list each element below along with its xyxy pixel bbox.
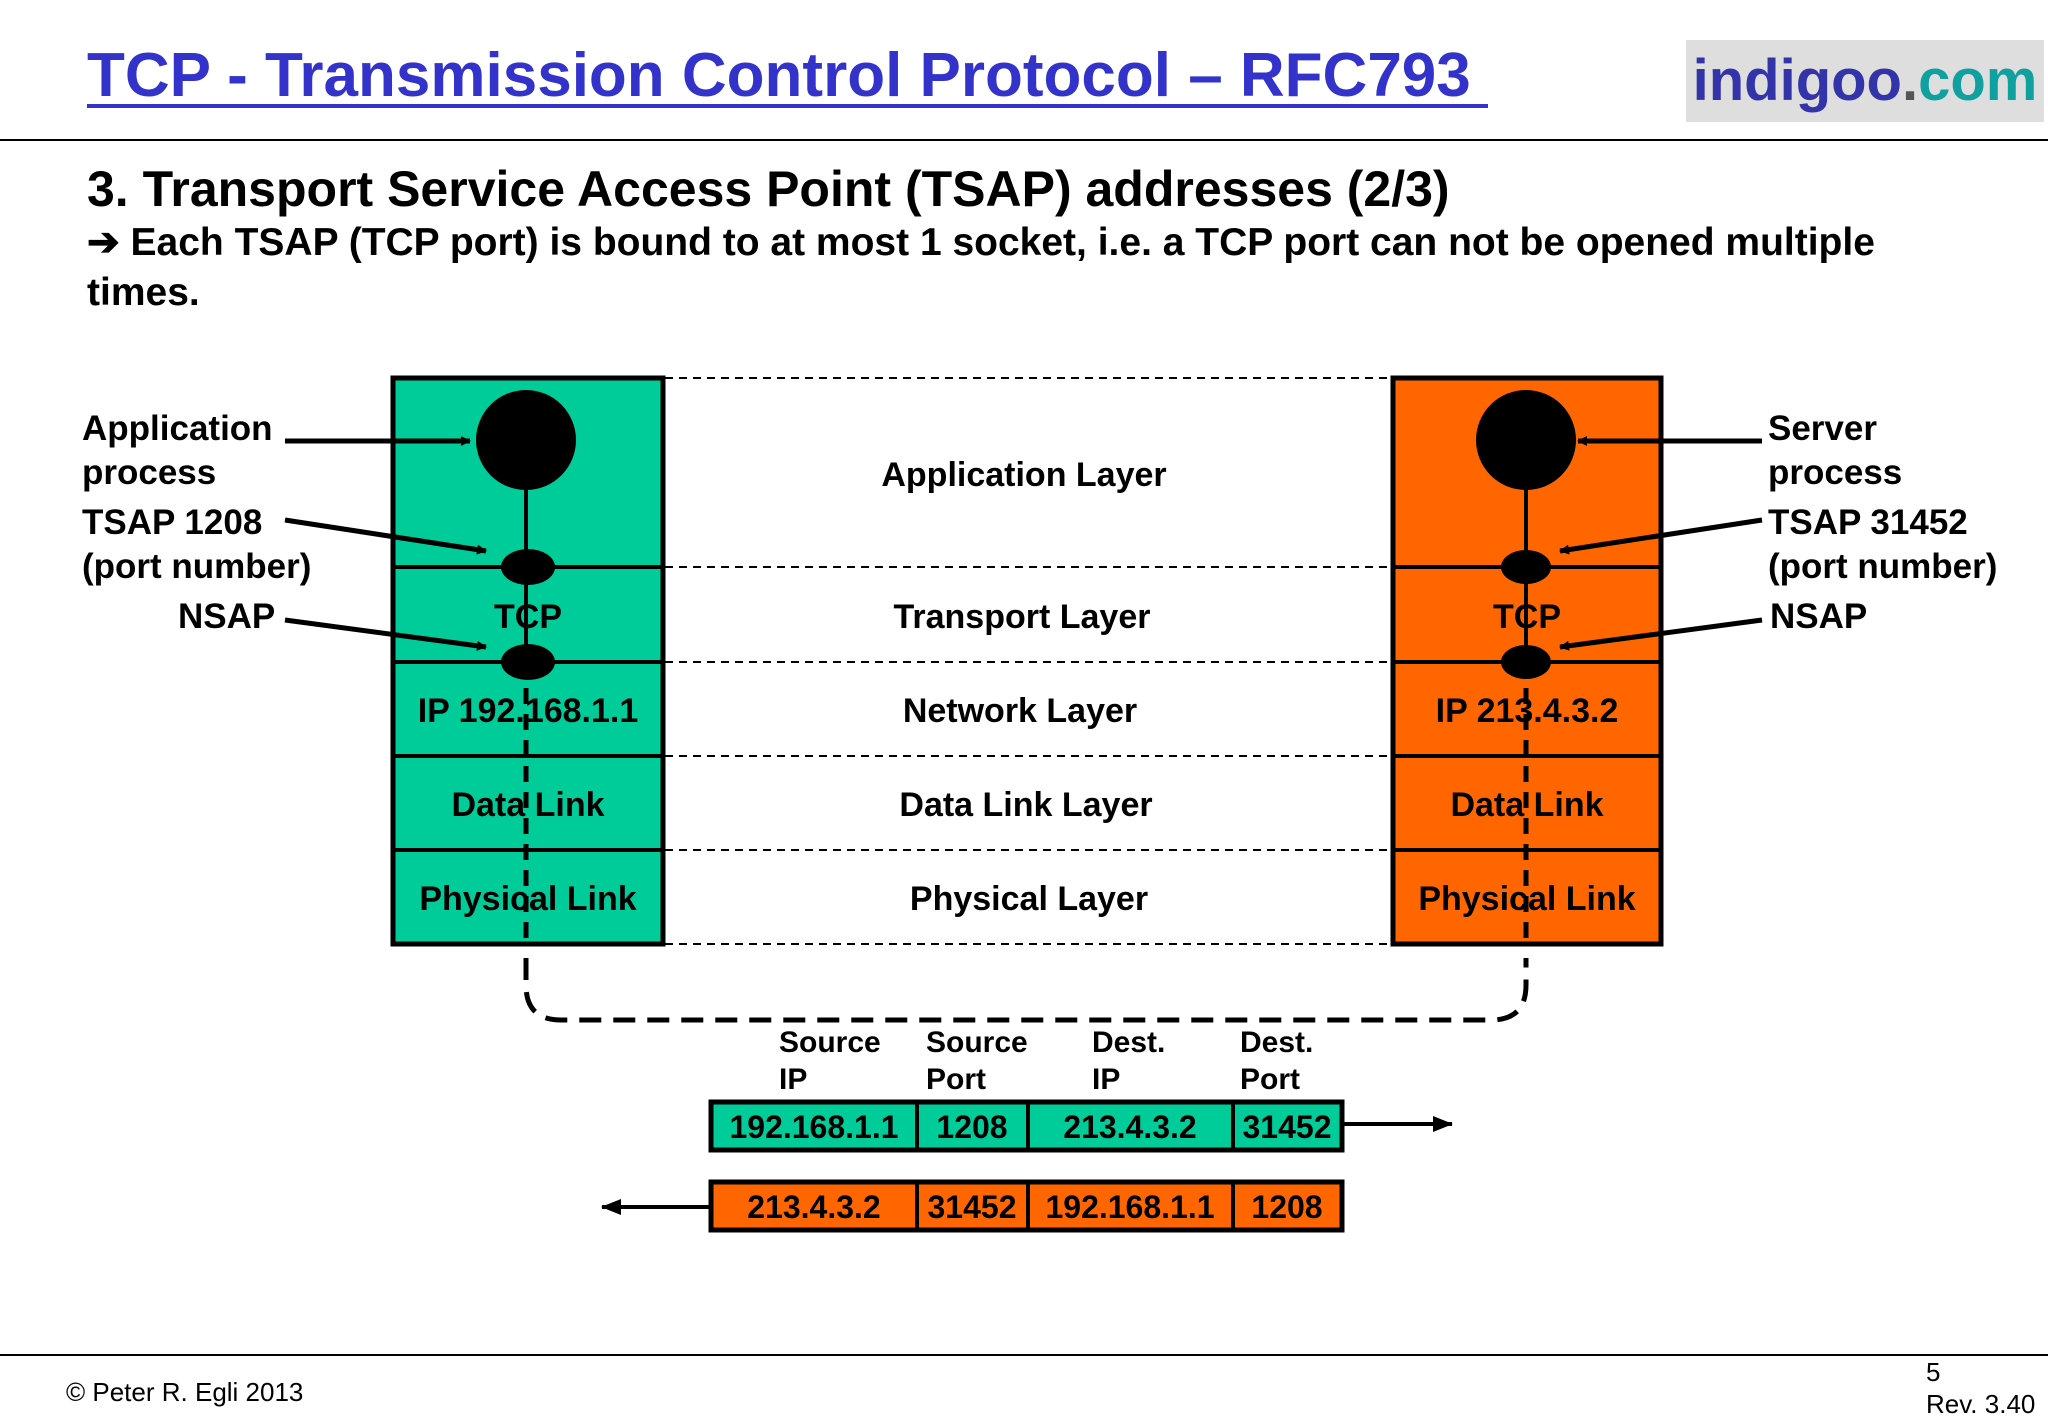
left-tsap-label-1: TSAP 1208 <box>82 503 262 542</box>
request-source-port: 1208 <box>936 1109 1007 1145</box>
right-nsap-dot <box>1501 645 1551 679</box>
response-source-ip: 213.4.3.2 <box>747 1189 880 1225</box>
header-source-ip-2: IP <box>779 1063 807 1096</box>
right-nsap-arrow <box>1559 617 1763 651</box>
header-divider <box>0 139 2048 141</box>
network-connection-path <box>523 958 1529 1023</box>
left-process-icon <box>476 390 576 490</box>
layer-dividers <box>665 377 1393 945</box>
slide-subtitle: 3. Transport Service Access Point (TSAP)… <box>87 161 1450 217</box>
right-stack: TCP IP 213.4.3.2 Data Link Physical Link <box>1390 375 1664 947</box>
left-nsap-arrow <box>284 617 487 651</box>
left-nsap-label: NSAP <box>178 597 275 636</box>
layer-label-application: Application Layer <box>881 456 1166 494</box>
packet-response: 213.4.3.2 31452 192.168.1.1 1208 <box>708 1179 1345 1233</box>
request-source-ip: 192.168.1.1 <box>729 1109 898 1145</box>
brand-logo: indigoo.com <box>1686 40 2044 122</box>
copyright: © Peter R. Egli 2013 <box>66 1377 304 1407</box>
header-dest-ip-1: Dest. <box>1092 1026 1165 1059</box>
footer-divider <box>0 1354 2048 1356</box>
header-source-port-2: Port <box>926 1063 986 1096</box>
layer-label-physical: Physical Layer <box>910 880 1148 918</box>
right-process-icon <box>1476 390 1576 490</box>
left-app-label-2: process <box>82 453 216 492</box>
response-dest-port: 1208 <box>1251 1189 1322 1225</box>
layer-label-transport: Transport Layer <box>894 598 1151 636</box>
packet-request: 192.168.1.1 1208 213.4.3.2 31452 <box>708 1099 1345 1153</box>
header-dest-port-1: Dest. <box>1240 1026 1313 1059</box>
header-source-ip-1: Source <box>779 1026 881 1059</box>
revision: Rev. 3.40 <box>1926 1389 2036 1419</box>
page-title: TCP - Transmission Control Protocol – RF… <box>87 41 1488 110</box>
left-stack: TCP IP 192.168.1.1 Data Link Physical Li… <box>390 375 666 947</box>
right-app-label-1: Server <box>1768 409 1877 448</box>
right-app-label-2: process <box>1768 453 1902 492</box>
layer-label-datalink: Data Link Layer <box>899 786 1152 824</box>
request-dest-port: 31452 <box>1243 1109 1332 1145</box>
left-nsap-dot <box>501 644 555 680</box>
left-tsap-label-2: (port number) <box>82 547 311 586</box>
right-tsap-label-1: TSAP 31452 <box>1768 503 1968 542</box>
page-number: 5 <box>1926 1357 1941 1387</box>
brand-part-3: com <box>1918 48 2038 113</box>
request-dest-ip: 213.4.3.2 <box>1063 1109 1196 1145</box>
page-info: 5 Rev. 3.40 <box>1926 1356 2035 1420</box>
right-tsap-label-2: (port number) <box>1768 547 1997 586</box>
brand-part-2: . <box>1901 48 1919 113</box>
right-tsap-arrow <box>1559 517 1763 555</box>
left-app-label-1: Application <box>82 409 273 448</box>
left-tsap-dot <box>501 549 555 585</box>
right-tsap-dot <box>1501 550 1551 584</box>
header-source-port-1: Source <box>926 1026 1028 1059</box>
header-dest-port-2: Port <box>1240 1063 1300 1096</box>
right-nsap-label: NSAP <box>1770 597 1867 636</box>
left-tsap-arrow <box>284 517 487 555</box>
response-dest-ip: 192.168.1.1 <box>1045 1189 1214 1225</box>
layer-label-network: Network Layer <box>903 692 1137 730</box>
bullet-text: ➔ Each TSAP (TCP port) is bound to at mo… <box>87 221 1875 314</box>
brand-part-1: indigoo <box>1692 48 1902 113</box>
response-source-port: 31452 <box>928 1189 1017 1225</box>
header-dest-ip-2: IP <box>1092 1063 1120 1096</box>
